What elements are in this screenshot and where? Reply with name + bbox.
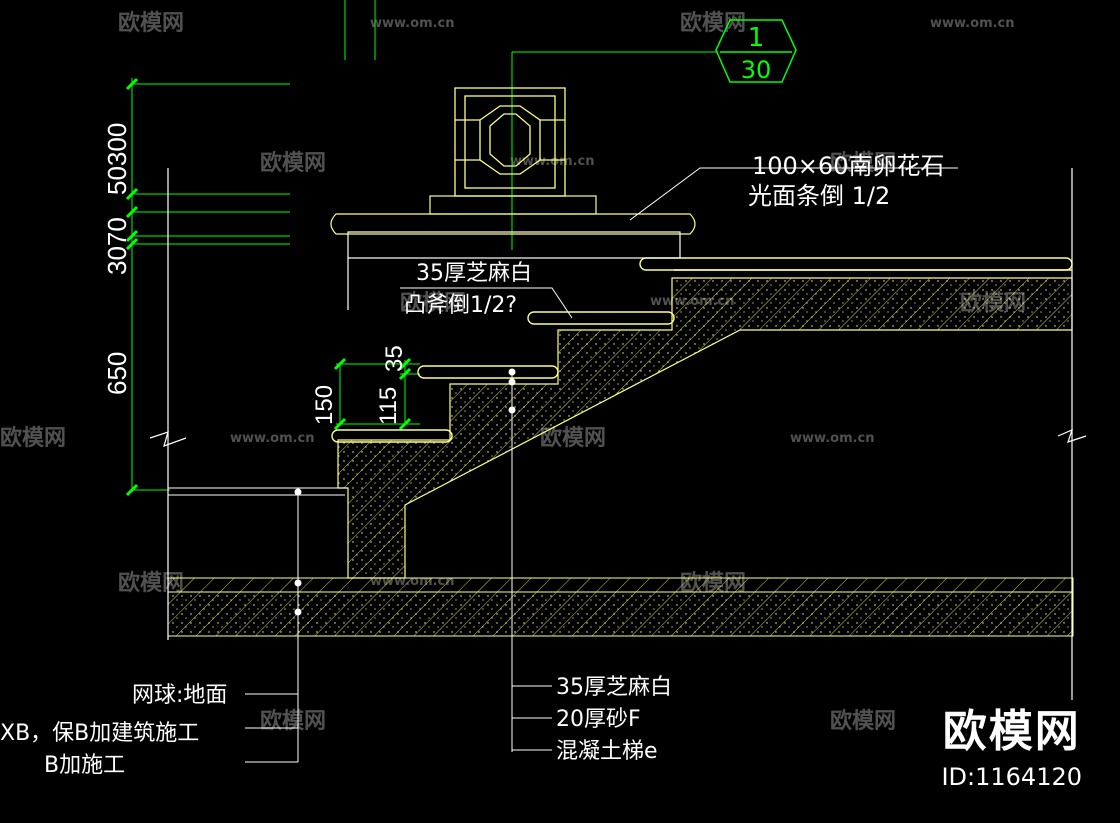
callout-sheet: 30: [741, 56, 772, 84]
dimension-label: 115: [375, 387, 402, 425]
watermark-brand: 欧模网: [118, 10, 184, 36]
watermark-brand: 欧模网: [830, 708, 896, 734]
layer-label: 混凝土梯e: [556, 739, 658, 764]
top-stone-label: 100×60南卵花石: [752, 152, 944, 180]
callout-number: 1: [748, 23, 765, 53]
tread-label: 35厚芝麻白: [416, 261, 532, 286]
stair-structure: [168, 277, 1073, 579]
watermark-brand: 欧模网: [400, 290, 466, 316]
dimension-label: 150: [311, 385, 338, 425]
layer-label: 35厚芝麻白: [556, 675, 672, 700]
watermark-url: www.om.cn: [230, 431, 315, 446]
dimension-label: 650: [102, 352, 132, 395]
layer-label: B加施工: [44, 753, 125, 778]
railing-ornament: [454, 87, 566, 197]
leader-lines: [245, 167, 958, 763]
watermark-url: www.om.cn: [370, 16, 455, 31]
watermark-brand: 欧模网: [0, 425, 66, 451]
layer-label: 网球:地面: [132, 683, 227, 708]
watermark-url: www.om.cn: [930, 16, 1015, 31]
dimension-ticks: [125, 77, 412, 497]
watermark-brand: 欧模网: [680, 10, 746, 36]
brand-name: 欧模网: [942, 706, 1081, 757]
layer-label: XB，保B加建筑施工: [0, 721, 199, 746]
dimension-label: 50300: [102, 123, 132, 195]
ground-slab: [167, 577, 1074, 637]
top-stone-label: 光面条倒 1/2: [748, 182, 890, 210]
break-lines: [149, 168, 1087, 700]
watermark-brand: 欧模网: [830, 150, 896, 176]
brand-id: ID:1164120: [941, 763, 1082, 791]
dimension-lines: [130, 0, 718, 492]
watermark-url: www.om.cn: [790, 431, 875, 446]
watermark-url: www.om.cn: [510, 154, 595, 169]
dimension-label: 35: [381, 345, 408, 372]
tread-label: 凸斧倒1/2?: [404, 293, 517, 318]
watermark-brand: 欧模网: [260, 708, 326, 734]
section-callout: 1 30: [715, 19, 797, 84]
watermark-brand: 欧模网: [260, 150, 326, 176]
layer-label: 20厚砂F: [556, 707, 641, 732]
brand-badge: 欧模网 ID:1164120: [941, 695, 1082, 791]
dimension-label: 3070: [102, 217, 132, 275]
leader-dots: [294, 368, 516, 616]
